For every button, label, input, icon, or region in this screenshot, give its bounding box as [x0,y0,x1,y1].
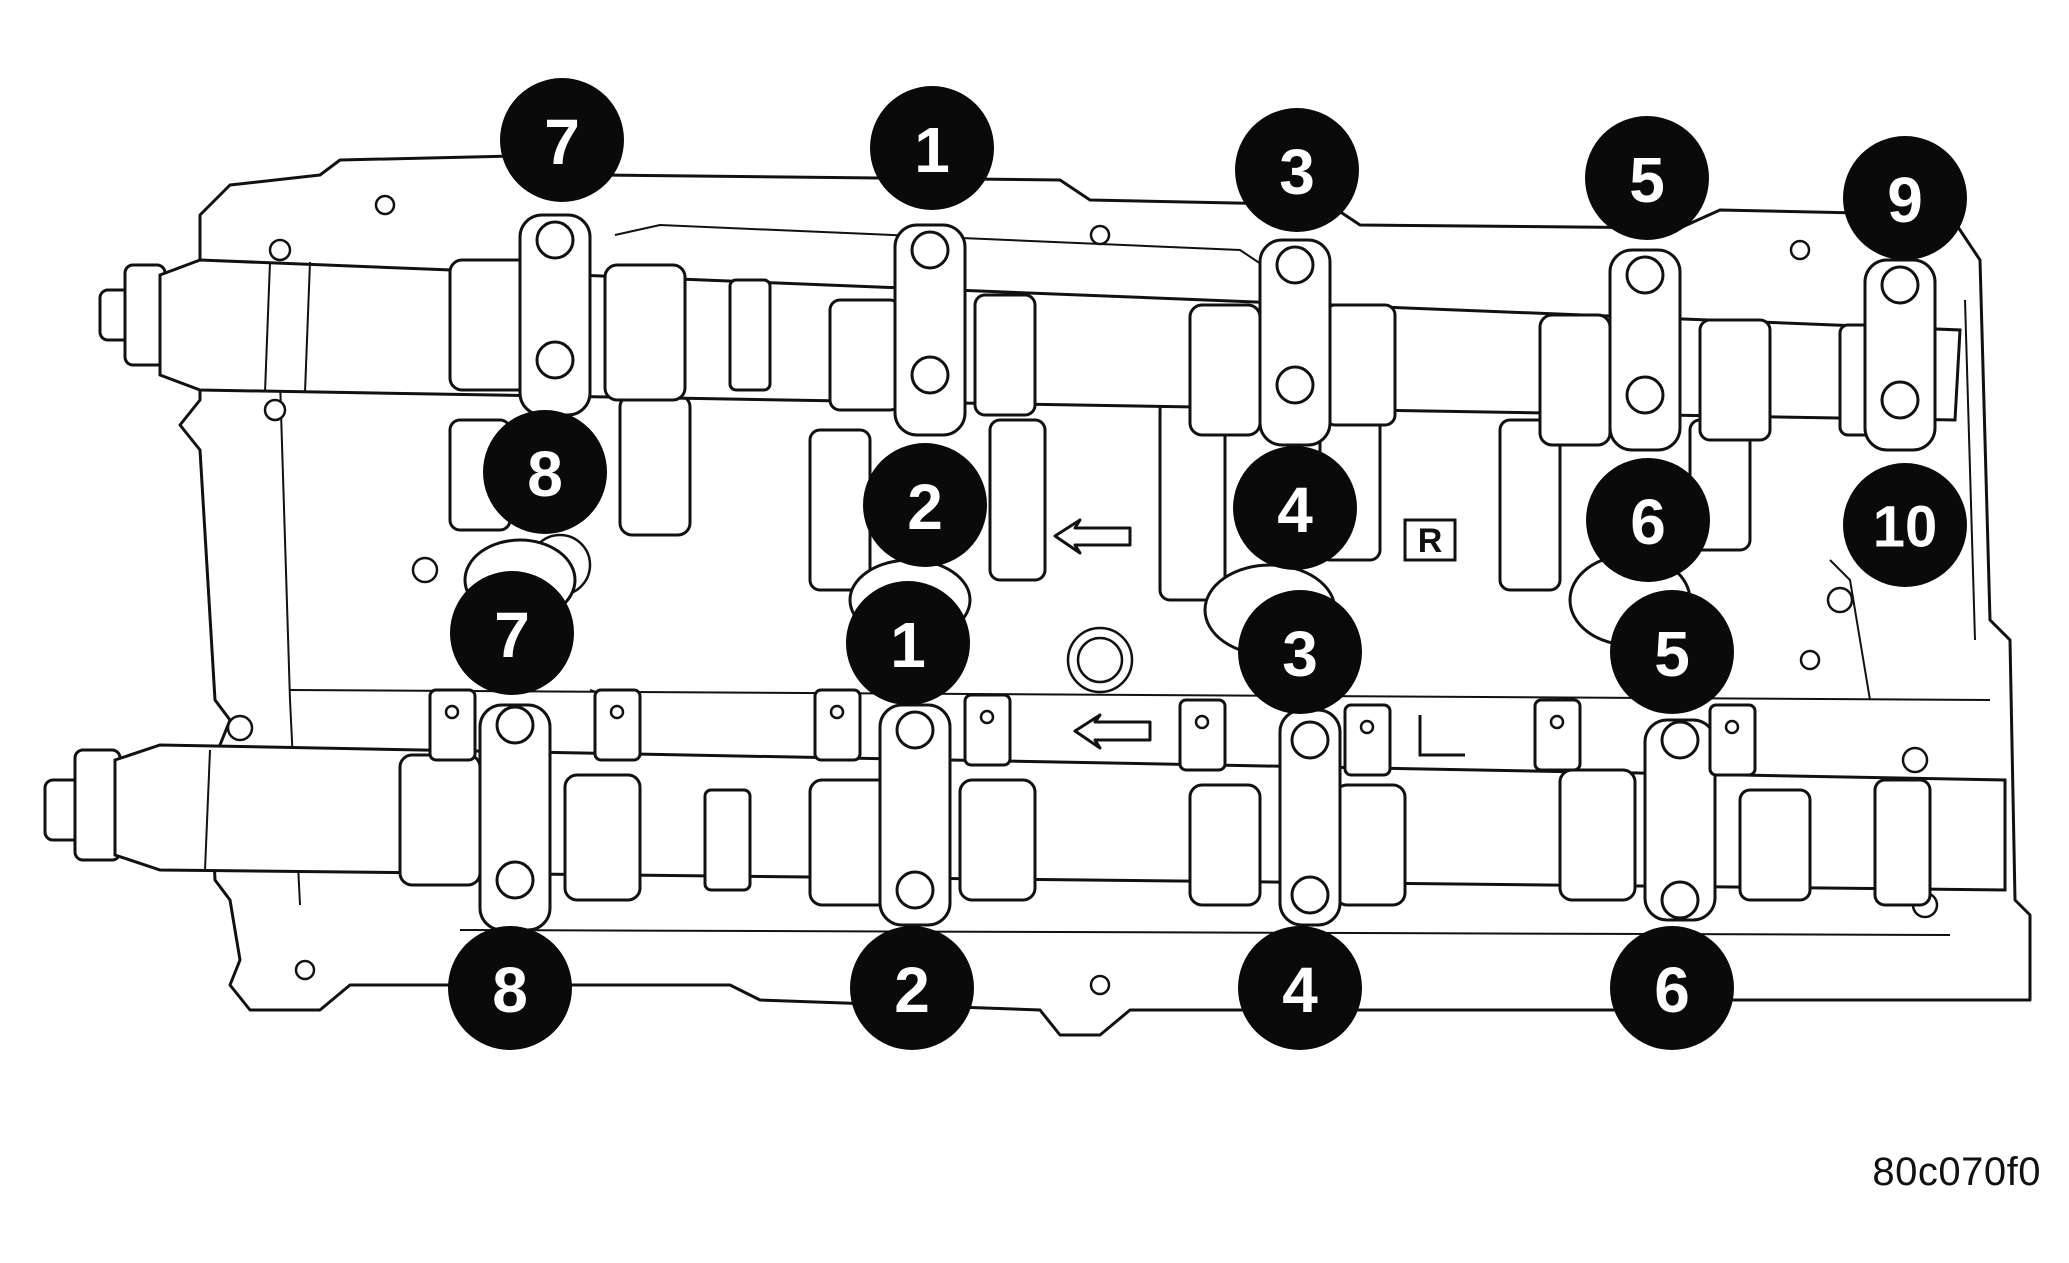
upper-camshaft [98,258,1962,447]
sequence-badge-inner-6: 6 [1586,458,1710,582]
sequence-badge-lower-5: 5 [1610,590,1734,714]
sequence-number: 7 [494,599,530,671]
upper-bearing-caps [518,213,1937,452]
sequence-number: 2 [907,471,943,543]
sequence-badge-inner-8: 8 [483,410,607,534]
sequence-number: 5 [1654,618,1690,690]
sequence-number: 5 [1629,144,1665,216]
sequence-badge-lower-8: 8 [448,926,572,1050]
sequence-badge-upper-9: 9 [1843,136,1967,260]
sequence-number: 4 [1282,954,1318,1026]
direction-arrow-upper [1053,518,1132,555]
sequence-badge-lower-7: 7 [450,571,574,695]
figure-code: 80c070f0 [1872,1150,2041,1194]
sequence-number: 1 [890,609,926,681]
sequence-number: 2 [894,954,930,1026]
direction-arrow-lower [1073,713,1152,750]
sequence-number: 10 [1873,495,1938,560]
sequence-number: 7 [544,106,580,178]
sequence-badge-lower-4: 4 [1238,926,1362,1050]
sequence-number: 6 [1630,486,1666,558]
sequence-badge-lower-2: 2 [850,926,974,1050]
sequence-badge-inner-2: 2 [863,443,987,567]
stamp-r-label: R [1418,522,1443,560]
sequence-number: 9 [1887,164,1923,236]
sequence-badge-lower-6: 6 [1610,926,1734,1050]
sequence-number: 3 [1282,618,1318,690]
sequence-badge-upper-1: 1 [870,86,994,210]
sequence-number: 1 [914,114,950,186]
stamp-l: L [1418,715,1465,757]
sequence-number: 4 [1277,474,1313,546]
sequence-badge-inner-10: 10 [1843,463,1967,587]
lower-bearing-caps [428,688,1757,932]
sequence-badge-upper-5: 5 [1585,116,1709,240]
sequence-badge-lower-3: 3 [1238,590,1362,714]
sequence-badge-upper-7: 7 [500,78,624,202]
sequence-badge-inner-4: 4 [1233,446,1357,570]
sequence-number: 6 [1654,954,1690,1026]
sequence-badge-upper-3: 3 [1235,108,1359,232]
sequence-number: 8 [527,438,563,510]
stamp-r: R [1403,518,1457,562]
lower-camshaft [43,743,2007,907]
sequence-number: 8 [492,954,528,1026]
sequence-badge-lower-1: 1 [846,581,970,705]
sequence-number: 3 [1279,136,1315,208]
